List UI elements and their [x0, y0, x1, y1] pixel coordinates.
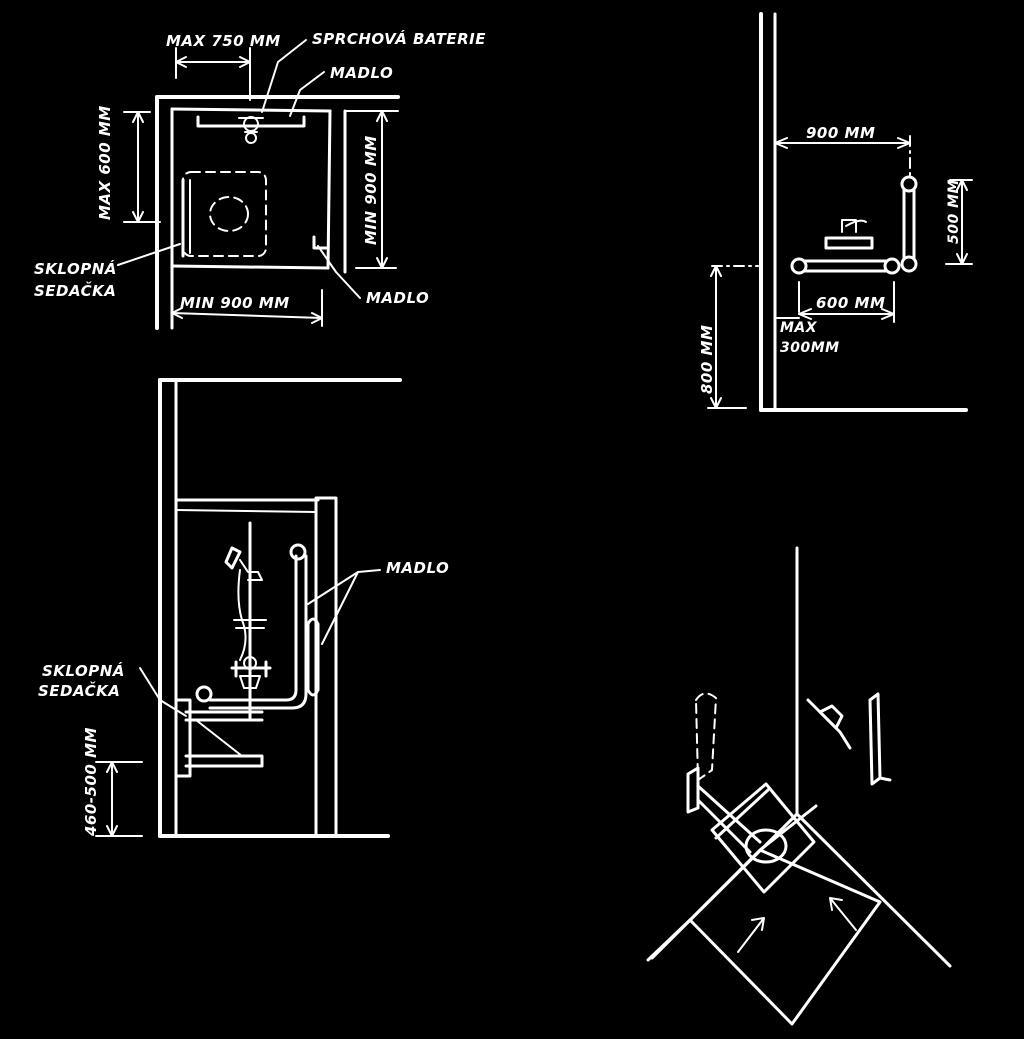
label-folding-seat-top-2: SEDAČKA — [34, 280, 116, 300]
label-max-750: MAX 750 MM — [166, 32, 281, 50]
label-grab-bar-right: MADLO — [366, 289, 429, 307]
label-dim-460-500: 460-500 MM — [82, 727, 100, 837]
label-max-300-2: 300MM — [780, 340, 840, 356]
label-min-900-bottom: MIN 900 MM — [180, 294, 290, 312]
label-grab-bar-elevation: MADLO — [386, 559, 449, 577]
label-min-900-side: MIN 900 MM — [362, 135, 380, 245]
corner-axonometric — [646, 546, 952, 1026]
label-max-300-1: MAX — [780, 320, 818, 336]
label-dim-900: 900 MM — [806, 124, 875, 142]
label-folding-seat-elev-1: SKLOPNÁ — [42, 661, 125, 680]
label-dim-500: 500 MM — [946, 179, 962, 244]
label-dim-800: 800 MM — [698, 325, 716, 394]
label-max-600: MAX 600 MM — [96, 105, 114, 220]
label-folding-seat-elev-2: SEDAČKA — [38, 680, 120, 700]
label-shower-mixer: SPRCHOVÁ BATERIE — [312, 29, 486, 48]
label-grab-bar-top: MADLO — [330, 64, 393, 82]
wall-grab-bars-elevation: 900 MM 500 MM 600 MM MAX 300MM 800 MM — [698, 12, 973, 412]
label-dim-600: 600 MM — [816, 294, 885, 312]
label-folding-seat-top-1: SKLOPNÁ — [34, 259, 117, 278]
shower-elevation: MADLO SKLOPNÁ SEDAČKA 460-500 MM — [38, 378, 449, 838]
shower-plan: MAX 750 MM SPRCHOVÁ BATERIE MADLO MAX 60… — [34, 29, 486, 330]
